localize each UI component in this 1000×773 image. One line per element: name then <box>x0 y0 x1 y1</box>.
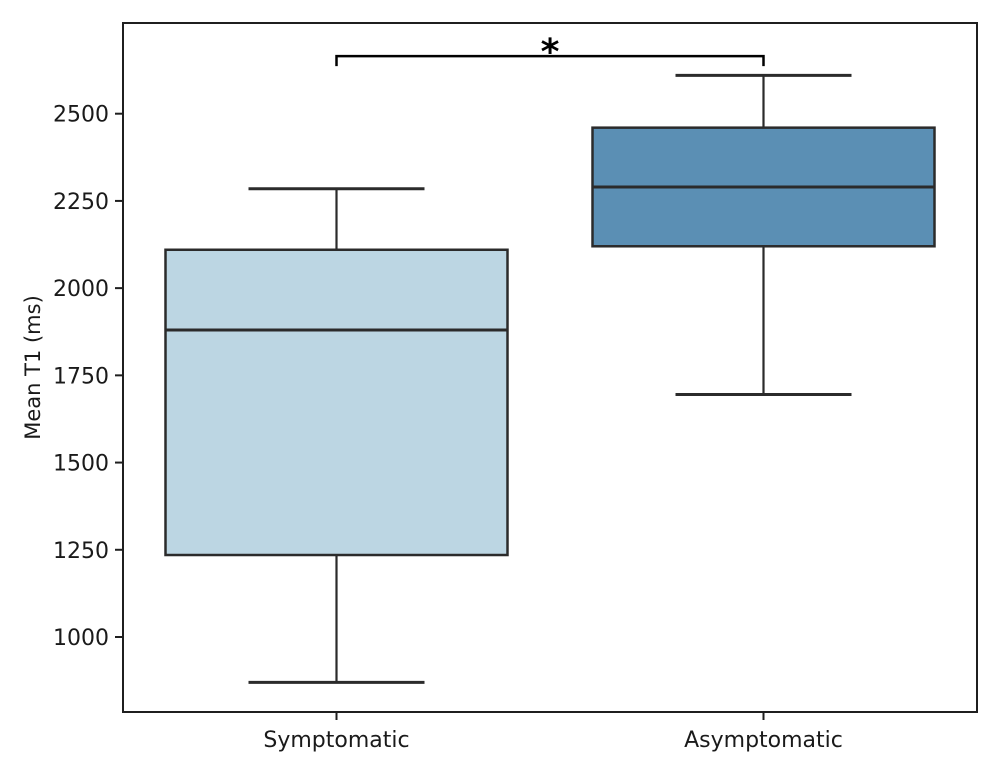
x-tick-label: Symptomatic <box>263 728 409 753</box>
box-symptomatic <box>164 248 509 557</box>
y-tick-label: 1500 <box>53 452 109 477</box>
x-tick-label: Asymptomatic <box>684 728 843 753</box>
significance-asterisk: * <box>541 32 560 73</box>
significance-bracket <box>335 54 765 67</box>
y-tick-label: 2250 <box>53 190 109 215</box>
plot-border <box>122 22 978 713</box>
y-tick-label: 2500 <box>53 103 109 128</box>
y-tick-label: 2000 <box>53 277 109 302</box>
y-tick-label: 1750 <box>53 364 109 389</box>
y-tick-label: 1250 <box>53 539 109 564</box>
y-tick-label: 1000 <box>53 626 109 651</box>
y-axis-label: Mean T1 (ms) <box>21 295 45 440</box>
